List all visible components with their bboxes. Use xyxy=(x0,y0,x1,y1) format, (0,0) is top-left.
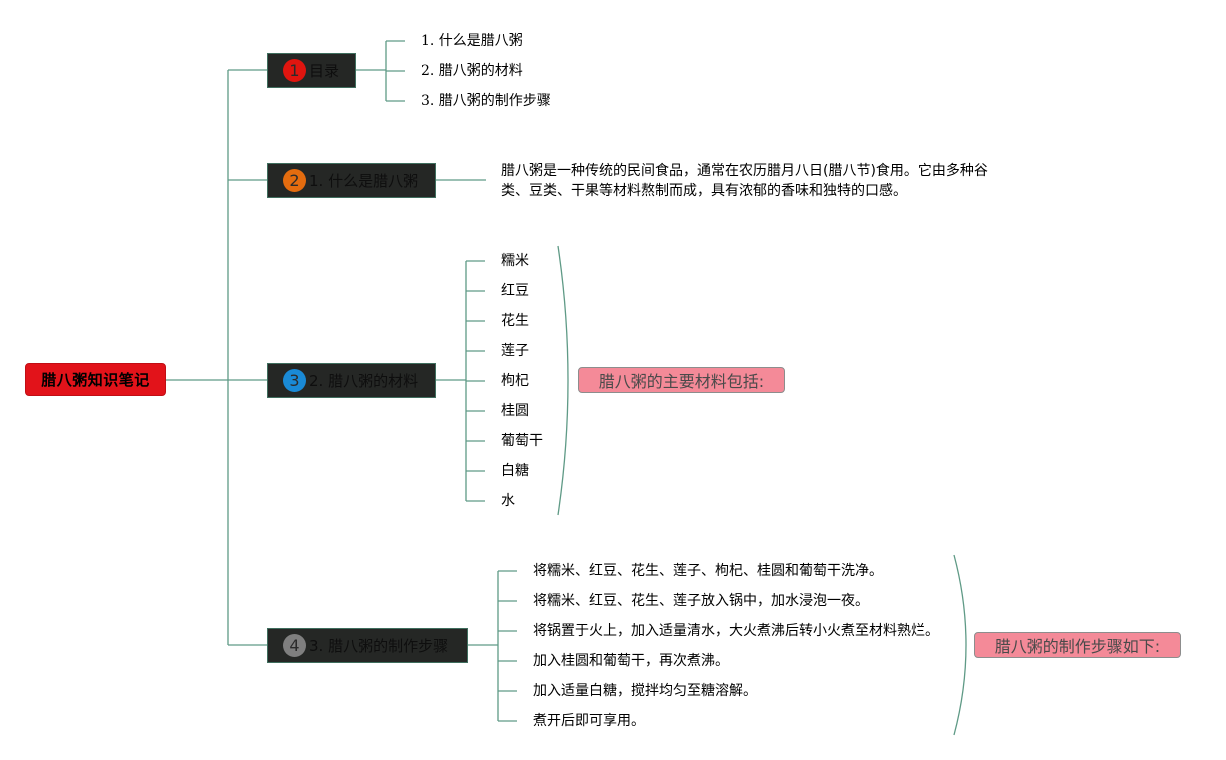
ingredient-item[interactable]: 糯米 xyxy=(501,253,529,269)
number-badge: 4 xyxy=(283,634,306,657)
branch-label: 2. 腊八粥的材料 xyxy=(309,372,419,390)
branch-label: 目录 xyxy=(309,62,340,80)
toc-item[interactable]: 1. 什么是腊八粥 xyxy=(421,33,523,49)
ingredient-item[interactable]: 白糖 xyxy=(501,463,529,479)
ingredient-item[interactable]: 水 xyxy=(501,493,515,509)
toc-item[interactable]: 2. 腊八粥的材料 xyxy=(421,63,523,79)
summary-brace xyxy=(557,245,569,516)
step-item[interactable]: 将糯米、红豆、花生、莲子、枸杞、桂圆和葡萄干洗净。 xyxy=(533,563,883,579)
ingredient-item[interactable]: 莲子 xyxy=(501,343,529,359)
branch-steps[interactable]: 4 3. 腊八粥的制作步骤 xyxy=(267,628,468,663)
summary-ingredients[interactable]: 腊八粥的主要材料包括: xyxy=(578,367,785,393)
ingredient-item[interactable]: 葡萄干 xyxy=(501,433,543,449)
root-topic[interactable]: 腊八粥知识笔记 xyxy=(25,363,166,396)
ingredient-item[interactable]: 桂圆 xyxy=(501,403,529,419)
branch-label: 1. 什么是腊八粥 xyxy=(309,172,419,190)
step-item[interactable]: 煮开后即可享用。 xyxy=(533,713,645,729)
step-item[interactable]: 加入桂圆和葡萄干，再次煮沸。 xyxy=(533,653,729,669)
ingredient-item[interactable]: 枸杞 xyxy=(501,373,529,389)
branch-ingredients[interactable]: 3 2. 腊八粥的材料 xyxy=(267,363,436,398)
branch-table-of-contents[interactable]: 1 目录 xyxy=(267,53,356,88)
branch-label: 3. 腊八粥的制作步骤 xyxy=(309,637,449,655)
step-item[interactable]: 加入适量白糖，搅拌均匀至糖溶解。 xyxy=(533,683,757,699)
summary-steps[interactable]: 腊八粥的制作步骤如下: xyxy=(974,632,1181,658)
step-item[interactable]: 将锅置于火上，加入适量清水，大火煮沸后转小火煮至材料熟烂。 xyxy=(533,623,939,639)
ingredient-item[interactable]: 红豆 xyxy=(501,283,529,299)
summary-brace xyxy=(953,554,967,736)
number-badge: 1 xyxy=(283,59,306,82)
definition-text[interactable]: 腊八粥是一种传统的民间食品，通常在农历腊月八日(腊八节)食用。它由多种谷类、豆类… xyxy=(501,163,988,199)
branch-what-is-laba[interactable]: 2 1. 什么是腊八粥 xyxy=(267,163,436,198)
ingredient-item[interactable]: 花生 xyxy=(501,313,529,329)
number-badge: 3 xyxy=(283,369,306,392)
toc-item[interactable]: 3. 腊八粥的制作步骤 xyxy=(421,93,551,109)
number-badge: 2 xyxy=(283,169,306,192)
step-item[interactable]: 将糯米、红豆、花生、莲子放入锅中，加水浸泡一夜。 xyxy=(533,593,869,609)
